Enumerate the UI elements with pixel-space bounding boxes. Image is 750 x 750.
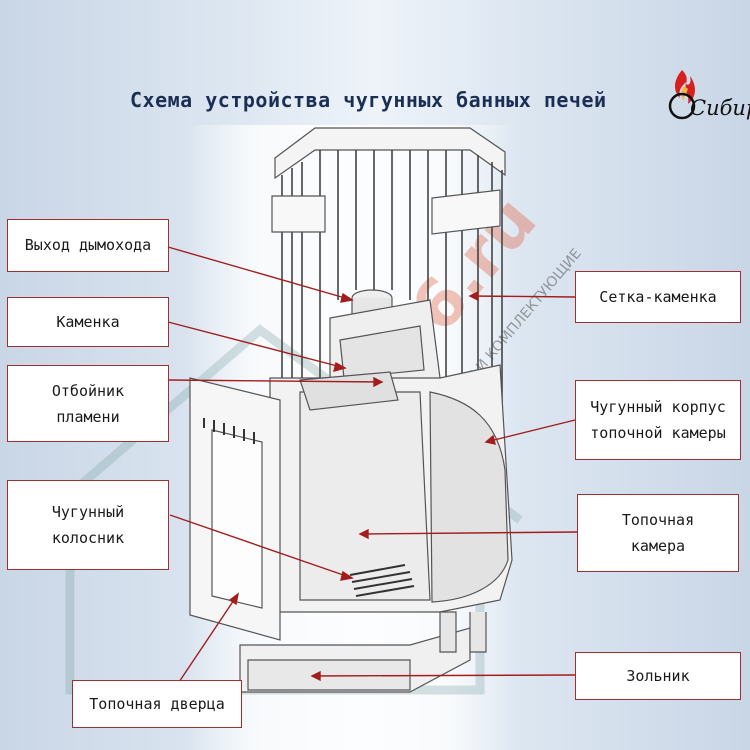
label-chimney-outlet: Выход дымохода xyxy=(7,219,169,272)
logo-text: Сибирь xyxy=(690,96,750,120)
stove-outline xyxy=(189,127,513,693)
label-cast-iron-body: Чугунный корпус топочной камеры xyxy=(575,380,741,460)
door-vents xyxy=(203,418,255,444)
leader-lines xyxy=(167,246,578,689)
label-flame-deflector: Отбойник пламени xyxy=(7,365,169,442)
grate-bars xyxy=(349,564,415,597)
flame-icon xyxy=(668,70,696,120)
brand-logo: Сибирь xyxy=(668,62,750,132)
diagram-title: Схема устройства чугунных банных печей xyxy=(130,88,607,112)
label-ash-pan: Зольник xyxy=(575,652,741,700)
label-firebox-door: Топочная дверца xyxy=(72,680,242,728)
label-cast-iron-grate: Чугунный колосник xyxy=(7,480,169,570)
label-firebox-chamber: Топочная камера xyxy=(577,494,739,572)
label-stone-mesh: Сетка-каменка xyxy=(575,271,741,323)
label-stone-chamber: Каменка xyxy=(7,297,169,347)
